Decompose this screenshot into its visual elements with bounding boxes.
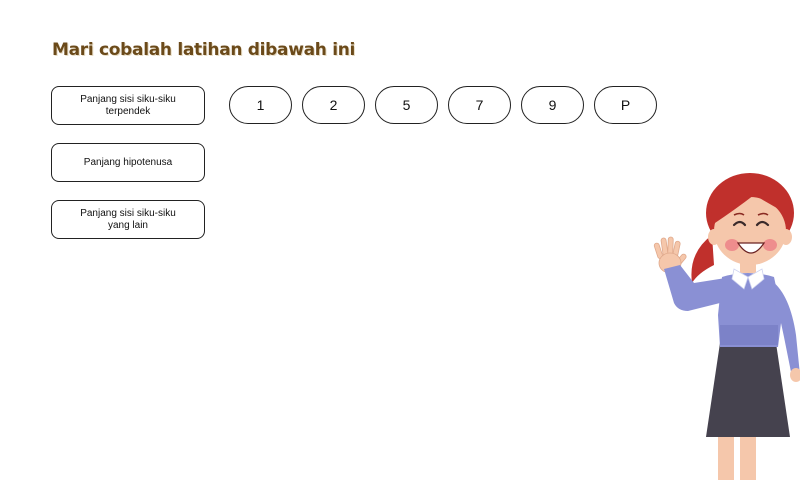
option-7[interactable]: 7 [448,86,511,124]
option-p[interactable]: P [594,86,657,124]
page-title: Mari cobalah latihan dibawah ini [52,40,356,60]
option-1[interactable]: 1 [229,86,292,124]
label-hypotenuse: Panjang hipotenusa [51,143,205,182]
label-line: yang lain [107,219,148,231]
label-line: Panjang hipotenusa [83,156,173,168]
label-line: terpendek [105,105,151,117]
option-9[interactable]: 9 [521,86,584,124]
teacher-character-icon [653,173,800,480]
label-line: Panjang sisi siku-siku [80,93,176,105]
label-line: Panjang sisi siku-siku [80,207,176,219]
option-2[interactable]: 2 [302,86,365,124]
label-other-leg: Panjang sisi siku-siku yang lain [51,200,205,239]
option-5[interactable]: 5 [375,86,438,124]
label-shortest-leg: Panjang sisi siku-siku terpendek [51,86,205,125]
